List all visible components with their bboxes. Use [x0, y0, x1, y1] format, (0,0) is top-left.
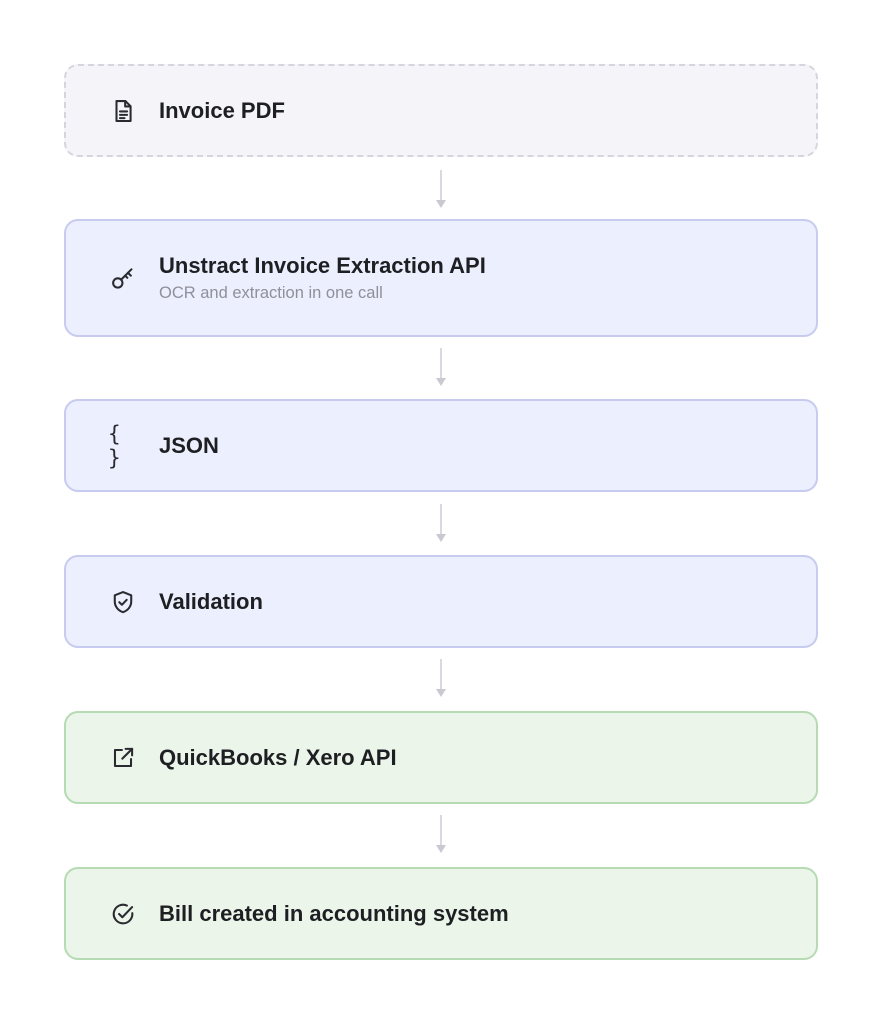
connector-line	[440, 170, 442, 200]
step-validation: Validation	[64, 555, 818, 648]
step-title: Unstract Invoice Extraction API	[159, 252, 486, 278]
arrow-head-icon	[436, 200, 446, 208]
step-extraction-api: Unstract Invoice Extraction API OCR and …	[64, 219, 818, 337]
document-icon	[108, 96, 138, 126]
braces-icon: { }	[108, 421, 123, 470]
step-title: Validation	[159, 588, 263, 614]
connector-line	[440, 659, 442, 689]
step-accounting-api: QuickBooks / Xero API	[64, 711, 818, 804]
connector-line	[440, 504, 442, 534]
connector-line	[440, 815, 442, 845]
flow-connector	[434, 659, 448, 699]
flow-connector	[434, 504, 448, 544]
step-title: Bill created in accounting system	[159, 900, 509, 926]
key-icon	[108, 263, 138, 293]
arrow-head-icon	[436, 845, 446, 853]
arrow-head-icon	[436, 378, 446, 386]
step-text: Unstract Invoice Extraction API OCR and …	[159, 253, 486, 304]
external-link-icon	[108, 743, 138, 773]
shield-check-icon	[108, 587, 138, 617]
step-text: Invoice PDF	[159, 98, 285, 124]
step-text: QuickBooks / Xero API	[159, 745, 397, 771]
step-json: { } JSON	[64, 399, 818, 492]
step-title: Invoice PDF	[159, 97, 285, 123]
flow-connector	[434, 815, 448, 855]
step-text: Validation	[159, 589, 263, 615]
step-title: QuickBooks / Xero API	[159, 744, 397, 770]
step-subtitle: OCR and extraction in one call	[159, 283, 383, 302]
step-text: Bill created in accounting system	[159, 901, 509, 927]
step-title: JSON	[159, 432, 219, 458]
step-bill-created: Bill created in accounting system	[64, 867, 818, 960]
flow-connector	[434, 348, 448, 388]
check-circle-icon	[108, 899, 138, 929]
connector-line	[440, 348, 442, 378]
step-invoice-pdf: Invoice PDF	[64, 64, 818, 157]
flow-connector	[434, 170, 448, 210]
arrow-head-icon	[436, 689, 446, 697]
arrow-head-icon	[436, 534, 446, 542]
step-text: JSON	[159, 433, 219, 459]
